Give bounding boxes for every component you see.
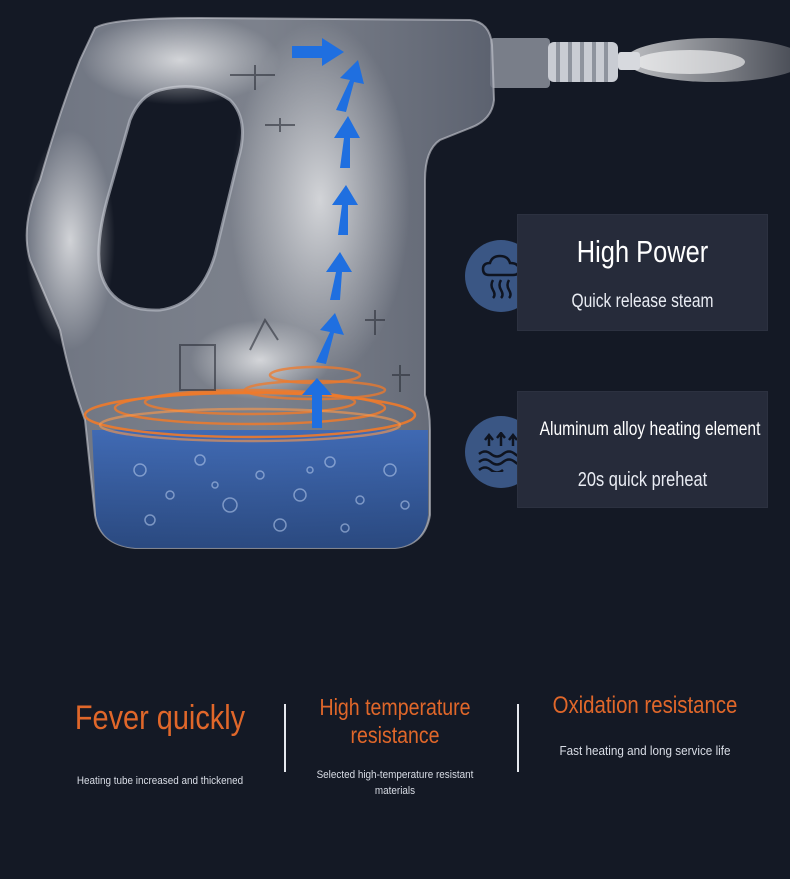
internal-steam xyxy=(25,15,410,400)
highlights-row: Fever quickly Heating tube increased and… xyxy=(0,680,790,830)
water-tank xyxy=(92,430,428,548)
divider xyxy=(517,704,519,772)
highlight-title: Oxidation resistance xyxy=(552,692,738,719)
steam-cleaner-illustration xyxy=(25,15,790,549)
steam-jet xyxy=(625,38,790,82)
highlight-title: Fever quickly xyxy=(74,699,246,737)
highlight-fever-quickly: Fever quickly Heating tube increased and… xyxy=(40,680,280,789)
highlight-description: Heating tube increased and thickened xyxy=(76,774,244,787)
steam-flow-arrows xyxy=(292,38,364,428)
highlight-description: Selected high-temperature resistant mate… xyxy=(316,769,474,798)
highlight-oxidation: Oxidation resistance Fast heating and lo… xyxy=(520,680,770,759)
highlight-high-temperature: High temperature resistance Selected hig… xyxy=(290,680,500,799)
internal-components xyxy=(179,65,410,392)
feature-title: Aluminum alloy heating element xyxy=(539,419,761,440)
feature-subtitle: 20s quick preheat xyxy=(577,469,708,491)
heating-rings xyxy=(83,365,417,443)
highlight-title: High temperature resistance xyxy=(319,694,471,748)
feature-subtitle: Quick release steam xyxy=(571,291,714,312)
highlight-description: Fast heating and long service life xyxy=(559,742,731,758)
feature-card-heating-element: Aluminum alloy heating element 20s quick… xyxy=(517,391,768,508)
nozzle xyxy=(490,38,640,88)
feature-title: High Power xyxy=(576,234,709,269)
water-bubbles xyxy=(133,454,410,533)
divider xyxy=(284,704,286,772)
feature-card-high-power: High Power Quick release steam xyxy=(517,214,768,331)
